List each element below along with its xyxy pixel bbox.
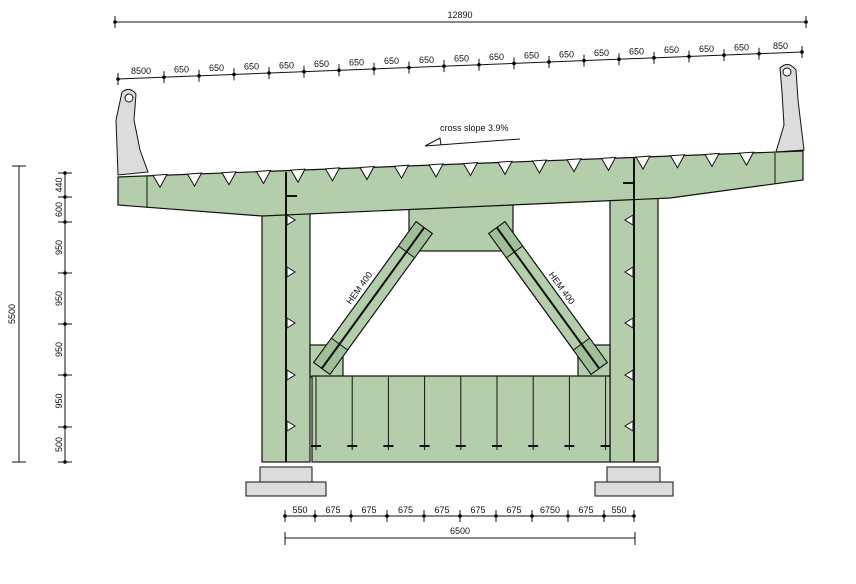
left-dimension-label: 950 [54,240,64,255]
dimension-node [800,50,804,54]
overall-width-dimension: 12890 [113,10,808,28]
top-dimension-label: 650 [664,45,679,55]
shear-key-triangle [428,163,444,178]
shear-key-triangle [152,173,168,189]
bottom-dimension-label: 675 [325,505,340,515]
dimension-node [372,67,376,71]
overall-height-label: 5500 [7,304,17,324]
dimension-node [162,75,166,79]
dimension-node [617,57,621,62]
shear-key-triangle [738,151,755,167]
dimension-node [477,62,481,67]
dimension-node [232,72,236,77]
overall-width-label: 12890 [447,10,472,20]
shear-key-triangle [704,152,720,168]
shear-key-triangle [635,155,651,171]
left-dimension-label: 440 [54,177,64,192]
dimension-node [302,69,306,74]
dimension-node [757,51,761,56]
top-dimension-label: 650 [244,62,259,72]
dimension-node [547,60,551,64]
dimension-node [687,54,691,59]
bottom-dimension-label: 550 [292,505,307,515]
shear-key-triangle [324,167,341,182]
top-dimension-label: 850 [773,41,788,51]
dimension-node [267,71,271,75]
cross-slope-annotation: cross slope 3.9% [424,123,521,147]
shear-key-triangle [669,154,686,169]
bottom-dimension-label: 675 [361,505,376,515]
left-barrier [115,88,149,176]
right-footing [594,466,674,497]
bottom-dimension-label: 6750 [540,505,560,515]
bottom-dimension-chain: 550 675 675 675 675 675 675 6750 675 550 [283,505,636,522]
bottom-dimension-label: 550 [611,505,626,515]
top-dimension-chain: 8500 650 650 650 650 650 650 650 650 650 650 650 650… [116,41,804,85]
dimension-node [116,77,120,81]
top-dimension-label: 650 [174,64,189,74]
top-dimension-label: 650 [734,42,749,52]
bottom-dimension-label: 675 [398,505,413,515]
bottom-dimension-label: 675 [434,505,449,515]
slab-segment-lines [311,376,611,450]
top-dimension-label: 650 [279,60,294,70]
right-brace: HEM 400 [487,220,609,376]
overall-height-dimension: 5500 [7,165,26,463]
top-dimension-label: 650 [524,51,539,61]
shear-key-triangle [600,156,617,172]
dimension-node [197,74,201,78]
dimension-node [652,56,656,60]
shear-key-triangle [393,164,410,180]
column-keys [286,214,634,432]
dimension-node [582,58,586,63]
cross-slope-label: cross slope 3.9% [440,123,509,133]
bottom-dimension-label: 675 [578,505,593,515]
shear-key-triangle [221,171,237,186]
deck-slab [117,150,804,217]
right-barrier [775,64,805,153]
left-dimension-label: 950 [54,291,64,306]
dimension-node [512,61,516,66]
top-dimension-label: 8500 [131,66,151,76]
shear-key-triangle [186,172,203,188]
top-dimension-label: 650 [314,59,329,69]
shear-key-triangle [497,160,513,176]
dimension-node [337,68,341,73]
top-dimension-label: 650 [559,49,574,59]
left-dimension-label: 950 [54,342,64,357]
shear-key-triangle [290,168,306,184]
bottom-dimension-label: 675 [506,505,521,515]
shear-key-triangle [359,165,375,181]
shear-key-triangle [255,169,272,185]
dimension-node [442,64,446,68]
bottom-total-label: 6500 [450,526,470,536]
top-dimension-label: 650 [594,48,609,58]
deck-shear-keys [152,151,755,189]
top-dimension-label: 650 [699,44,714,54]
top-dimension-label: 650 [349,58,364,68]
left-dimension-label: 500 [54,437,64,452]
left-dimension-chain: 440 600 950 950 950 950 500 [54,171,72,464]
top-dimension-label: 650 [629,47,644,57]
left-brace: HEM 400 [312,220,434,376]
top-dimension-label: 650 [489,52,504,62]
bottom-dimension-label: 675 [470,505,485,515]
left-dimension-label: 600 [54,202,64,217]
top-dimension-label: 650 [384,56,399,66]
shear-key-triangle [462,162,479,177]
dimension-node [722,53,726,57]
top-dimension-label: 650 [454,53,469,63]
dimension-node [407,65,411,70]
left-footing [245,466,327,497]
top-dimension-label: 650 [419,55,434,65]
shear-key-triangle [531,159,548,175]
top-dimension-label: 650 [209,63,224,73]
shear-key-triangle [566,158,582,173]
left-dimension-label: 950 [54,393,64,408]
bottom-total-dimension: 6500 [284,526,636,545]
